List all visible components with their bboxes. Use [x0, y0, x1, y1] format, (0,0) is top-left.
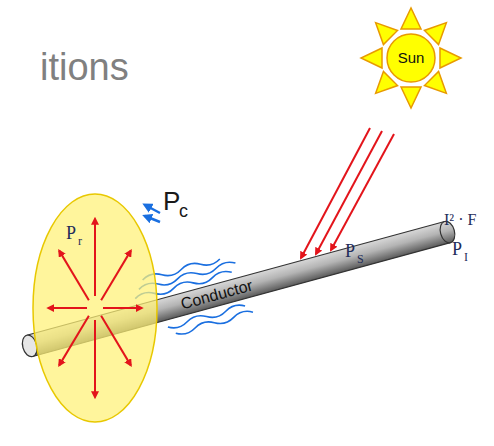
power-symbol: P [452, 240, 462, 258]
radiation-arrow [101, 251, 131, 301]
cylinder-cap [20, 333, 39, 358]
power-symbol: P [345, 242, 355, 260]
power-subscript: c [179, 202, 188, 220]
radiation-arrow [48, 307, 87, 309]
sun-ray [361, 48, 382, 68]
sun-disc-shape [387, 34, 435, 82]
sun-circle: Sun [387, 34, 435, 82]
cylinder-body [27, 221, 451, 356]
power-subscript: I [464, 251, 468, 263]
conductor-label: Conductor [178, 275, 255, 316]
sun-rays [361, 8, 461, 108]
joule-formula: I² · F [444, 212, 476, 228]
radiation-arrows [48, 219, 142, 398]
radiation-arrow [101, 316, 131, 366]
power-subscript: r [78, 235, 82, 247]
radiation-arrow [94, 219, 96, 296]
sun-ray [401, 8, 421, 29]
radiation-arrow [94, 320, 96, 397]
sun-label: Sun [398, 34, 425, 82]
radiation-arrow [59, 251, 89, 301]
power-symbol: P [163, 188, 180, 214]
radiation-arrow [59, 316, 89, 366]
sun-ray [440, 48, 461, 68]
radiation-arrow [103, 307, 142, 309]
power-symbol: P [66, 224, 76, 242]
radiation-ellipse [33, 194, 157, 422]
power-subscript: S [357, 253, 364, 265]
sun-ray [401, 87, 421, 108]
heading-fragment: itions [40, 48, 129, 86]
convection-arrows [145, 205, 160, 222]
